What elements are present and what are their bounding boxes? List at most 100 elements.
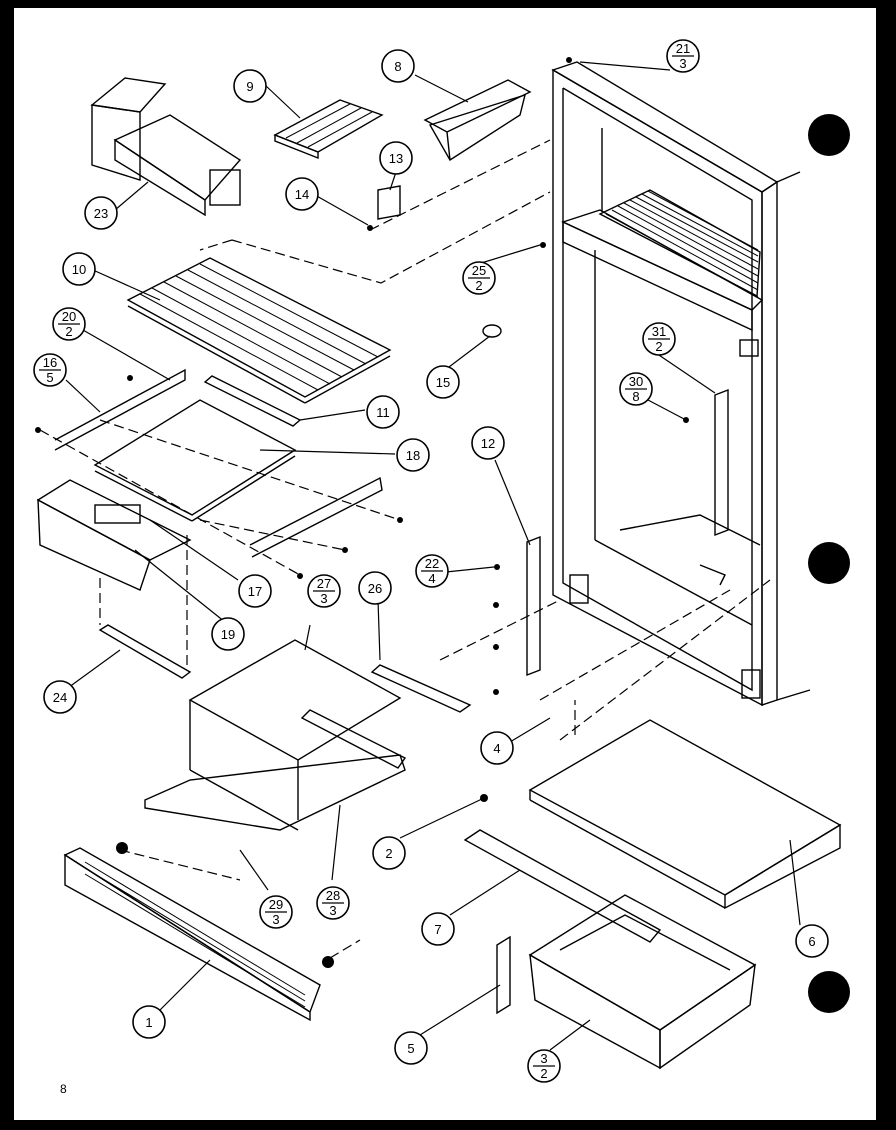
callout-circle <box>233 69 267 103</box>
callout-circle <box>480 731 514 765</box>
cabinet-liner <box>551 61 811 707</box>
callout-19: 19 <box>211 617 245 651</box>
callout-10: 10 <box>62 252 96 286</box>
callout-circle <box>379 141 413 175</box>
mounting-screws <box>35 57 689 695</box>
callout-number: 15 <box>436 375 450 390</box>
light-lens-15 <box>482 324 502 338</box>
callout-number: 12 <box>481 436 495 451</box>
callout-circle <box>366 395 400 429</box>
callout-15: 15 <box>426 365 460 399</box>
drawer-slide <box>98 624 192 679</box>
callout-number: 20 <box>62 309 76 324</box>
callout-number: 10 <box>72 262 86 277</box>
shelf-bracket-31 <box>714 388 729 537</box>
crisper-divider <box>496 935 511 1015</box>
callout-circle <box>396 438 430 472</box>
callout-quantity: 2 <box>655 339 662 354</box>
callout-number: 14 <box>295 187 309 202</box>
callout-number: 22 <box>425 556 439 571</box>
callout-circle <box>211 617 245 651</box>
binder-hole-top <box>808 114 850 156</box>
callout-12: 12 <box>471 426 505 460</box>
callout-6: 6 <box>795 924 829 958</box>
leader-lines <box>64 61 801 1051</box>
callout-4: 4 <box>480 731 514 765</box>
callout-7: 7 <box>421 912 455 946</box>
callout-number: 28 <box>326 888 340 903</box>
callout-number: 7 <box>434 922 441 937</box>
callout-number: 21 <box>676 41 690 56</box>
wire-shelf <box>126 257 392 404</box>
callout-30: 308 <box>619 372 653 406</box>
callout-24: 24 <box>43 680 77 714</box>
crisper-cover-frame <box>188 639 402 831</box>
callout-number: 19 <box>221 627 235 642</box>
crisper-pan <box>528 894 757 1070</box>
callout-number: 6 <box>808 934 815 949</box>
shelf-bracket-12 <box>526 535 541 677</box>
callout-quantity: 2 <box>475 278 482 293</box>
callout-16: 165 <box>33 353 67 387</box>
assembly-lines <box>39 139 771 959</box>
callout-quantity: 8 <box>632 389 639 404</box>
callout-circle <box>358 571 392 605</box>
callout-number: 17 <box>248 584 262 599</box>
callout-quantity: 3 <box>679 56 686 71</box>
callout-23: 23 <box>84 196 118 230</box>
callout-number: 26 <box>368 581 382 596</box>
callout-number: 2 <box>385 846 392 861</box>
callout-29: 293 <box>259 895 293 929</box>
callout-number: 13 <box>389 151 403 166</box>
callout-number: 30 <box>629 374 643 389</box>
callout-5: 5 <box>394 1031 428 1065</box>
callout-quantity: 4 <box>428 571 435 586</box>
callout-22: 224 <box>415 554 449 588</box>
callout-circle <box>43 680 77 714</box>
callout-quantity: 3 <box>329 903 336 918</box>
callout-quantity: 3 <box>272 912 279 927</box>
ice-tray <box>273 99 384 160</box>
callout-circle <box>394 1031 428 1065</box>
freezer-door-bin <box>423 79 532 161</box>
callout-number: 24 <box>53 690 67 705</box>
callout-number: 23 <box>94 206 108 221</box>
callout-number: 18 <box>406 448 420 463</box>
callout-25: 252 <box>462 261 496 295</box>
callout-14: 14 <box>285 177 319 211</box>
grille-clip-left <box>116 842 128 854</box>
callout-18: 18 <box>396 438 430 472</box>
callout-number: 4 <box>493 741 500 756</box>
callout-8: 8 <box>381 49 415 83</box>
binder-hole-middle <box>808 542 850 584</box>
wire-shelf-grille <box>139 263 379 391</box>
callout-9: 9 <box>233 69 267 103</box>
callout-number: 8 <box>394 59 401 74</box>
callout-circle <box>62 252 96 286</box>
callout-number: 5 <box>407 1041 414 1056</box>
callout-circle <box>426 365 460 399</box>
callout-3: 32 <box>527 1049 561 1083</box>
callout-circle <box>84 196 118 230</box>
toe-grille-slots <box>84 861 306 1008</box>
damper-cover <box>377 185 401 220</box>
callout-circle <box>421 912 455 946</box>
callout-circle <box>238 574 272 608</box>
crisper-support <box>144 664 472 831</box>
glass-shelf <box>93 399 297 522</box>
ice-tray-cells <box>285 103 373 148</box>
callout-quantity: 2 <box>540 1066 547 1081</box>
callout-quantity: 2 <box>65 324 72 339</box>
callout-layer: 1232456789101112131415165171819202213224… <box>33 39 829 1083</box>
crisper-cover-glass <box>528 719 842 910</box>
page-number: 8 <box>60 1082 67 1096</box>
callout-11: 11 <box>366 395 400 429</box>
cover-support <box>463 829 662 943</box>
callout-number: 29 <box>269 897 283 912</box>
callout-1: 1 <box>132 1005 166 1039</box>
callout-13: 13 <box>379 141 413 175</box>
callout-number: 31 <box>652 324 666 339</box>
shelf-rail-right <box>249 476 383 558</box>
